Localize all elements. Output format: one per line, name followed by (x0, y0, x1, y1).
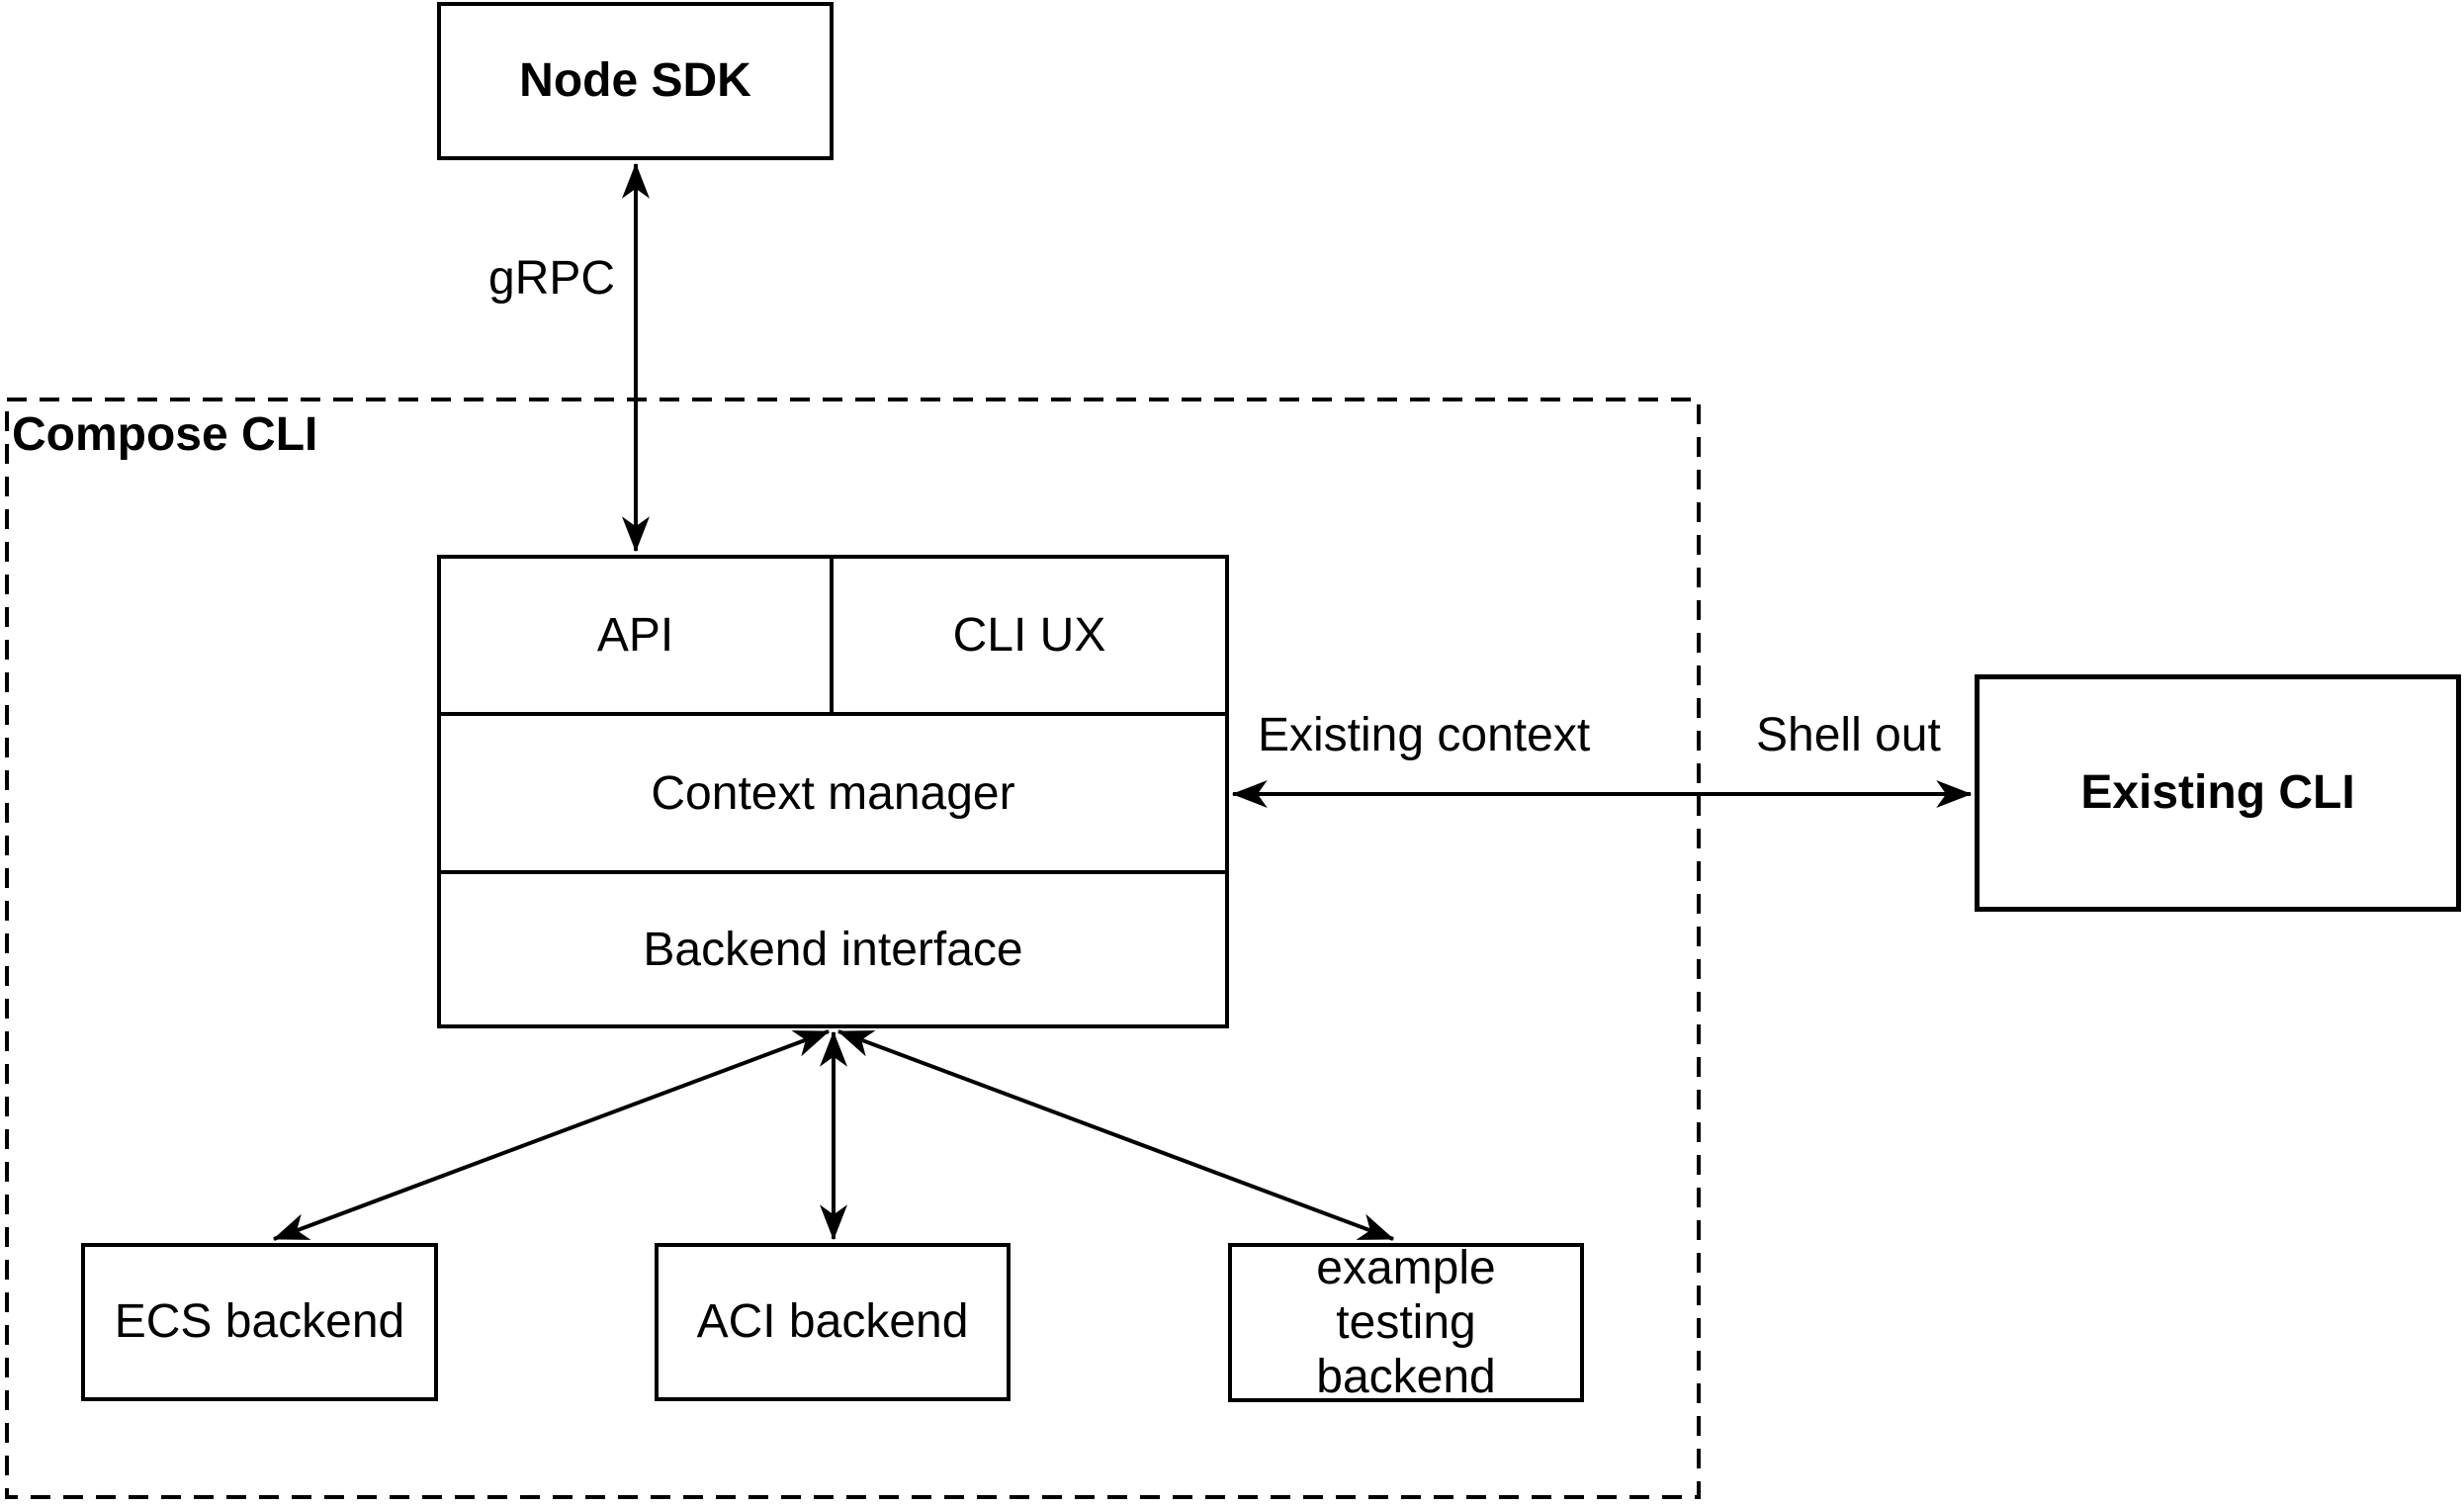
node-node-sdk: Node SDK (437, 2, 834, 160)
cli-ux-label: CLI UX (952, 609, 1106, 662)
ecs-backend-arrow (272, 1029, 831, 1241)
node-sdk-label: Node SDK (519, 54, 751, 108)
context-manager-label: Context manager (651, 766, 1015, 820)
node-api: API (441, 559, 834, 712)
example-backend-arrow (836, 1029, 1395, 1241)
api-label: API (596, 609, 674, 662)
node-cli-ux: CLI UX (834, 559, 1225, 712)
node-backend-interface: Backend interface (441, 870, 1225, 1024)
node-compose-cli-core: API CLI UX Context manager Backend inter… (437, 555, 1229, 1028)
node-example-testing-backend: example testing backend (1228, 1241, 1584, 1404)
compose-cli-container-label: Compose CLI (12, 408, 318, 461)
ecs-backend-label: ECS backend (114, 1295, 405, 1349)
existing-cli-label: Existing CLI (2080, 766, 2355, 820)
node-aci-backend: ACI backend (655, 1243, 1011, 1401)
node-existing-cli: Existing CLI (1975, 674, 2461, 912)
aci-backend-label: ACI backend (696, 1295, 969, 1349)
grpc-edge-label: gRPC (488, 252, 616, 305)
compose-cli-container-border (5, 398, 1701, 1499)
existing-context-edge-label: Existing context (1258, 709, 1591, 761)
node-ecs-backend: ECS backend (81, 1243, 438, 1401)
shell-out-edge-label: Shell out (1756, 709, 1941, 761)
node-context-manager: Context manager (441, 712, 1225, 870)
backend-interface-label: Backend interface (643, 923, 1023, 976)
example-testing-backend-label: example testing backend (1316, 1241, 1496, 1404)
